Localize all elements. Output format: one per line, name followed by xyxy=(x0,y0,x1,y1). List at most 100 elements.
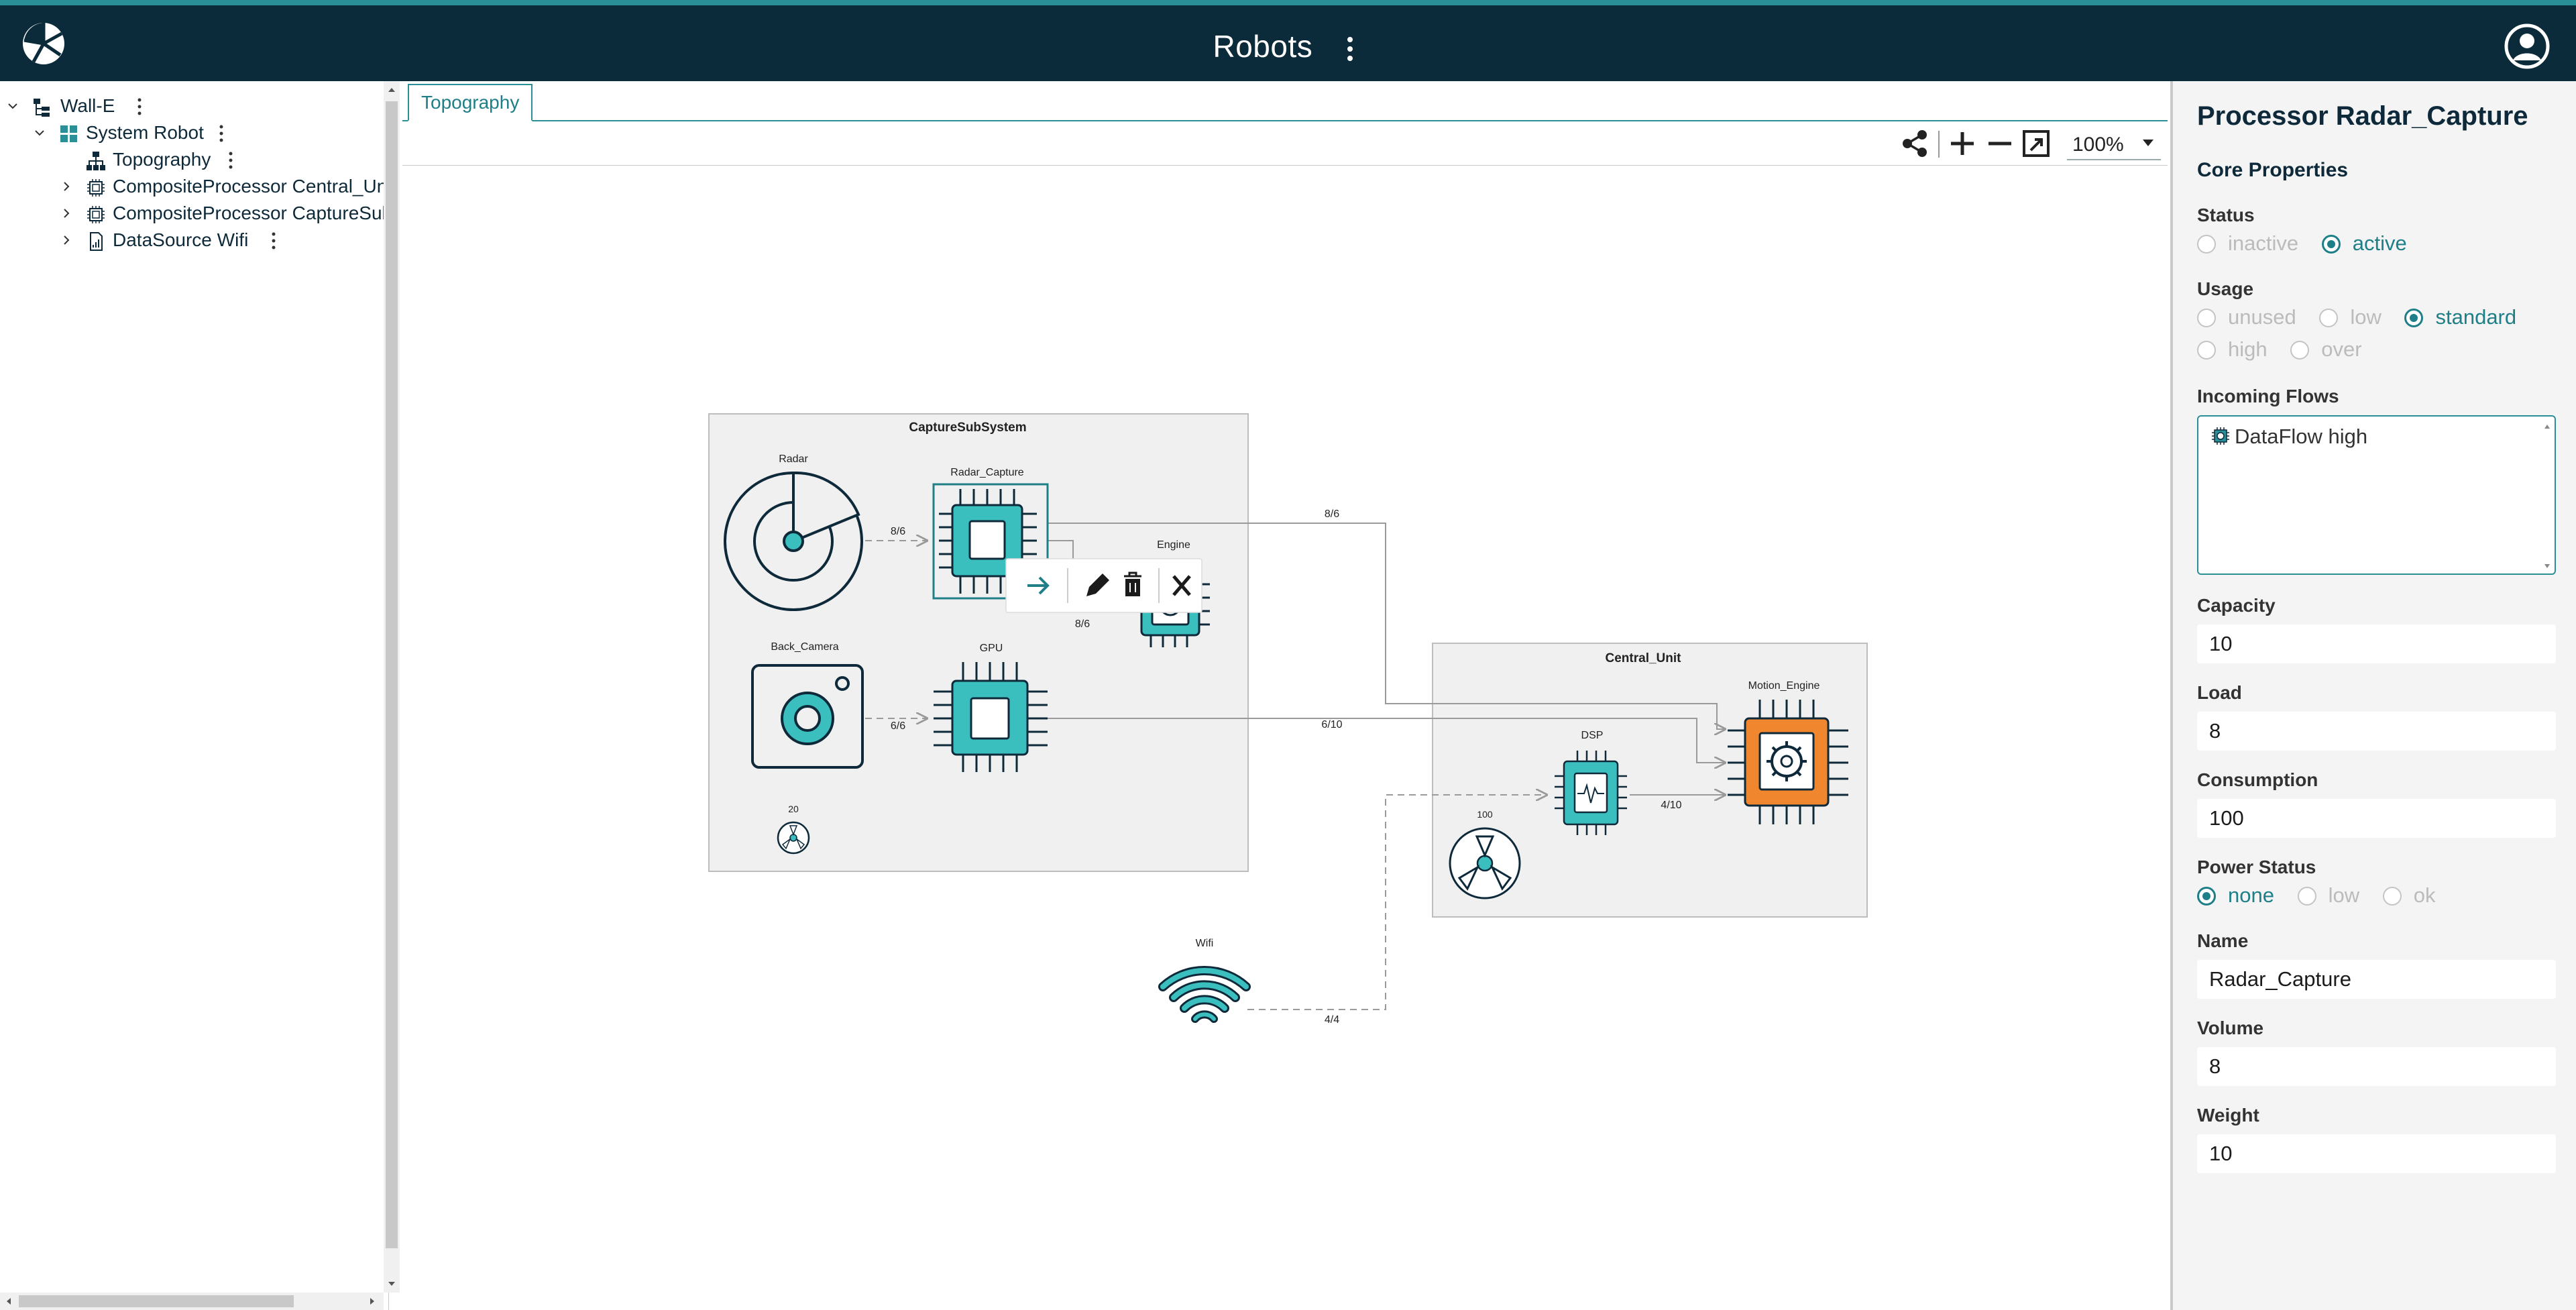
user-account-icon[interactable] xyxy=(2504,23,2551,70)
node-context-menu xyxy=(1005,558,1202,613)
grid-icon xyxy=(60,125,77,142)
node-dsp[interactable]: DSP xyxy=(1555,730,1627,835)
project-tree: Wall-E System Robot Topography Composite… xyxy=(0,81,389,1310)
kebab-menu-icon[interactable] xyxy=(227,152,235,169)
node-fan[interactable]: 100 xyxy=(1449,809,1521,899)
tree-vertical-scrollbar[interactable] xyxy=(384,81,400,1293)
kebab-menu-icon[interactable] xyxy=(217,125,225,142)
scroll-right-icon[interactable] xyxy=(368,1297,377,1306)
node-wifi[interactable]: Wifi xyxy=(1158,938,1251,1023)
node-fan-small[interactable]: 20 xyxy=(777,804,810,855)
chevron-right-icon[interactable] xyxy=(59,206,74,221)
power-option-ok[interactable]: ok xyxy=(2382,883,2435,908)
consumption-input[interactable]: 100 xyxy=(2197,799,2556,838)
node-label: Engine xyxy=(1157,539,1190,551)
pencil-icon[interactable] xyxy=(1078,568,1113,603)
volume-label: Volume xyxy=(2197,1018,2264,1038)
flow-list-item[interactable]: DataFlow high xyxy=(2210,425,2367,449)
chip-icon xyxy=(87,206,105,223)
app-header: Robots xyxy=(0,0,2576,81)
properties-panel: Processor Radar_Capture Core Properties … xyxy=(2170,81,2576,1310)
edge-gpu-to-motion-engine xyxy=(1048,718,1725,763)
scrollbar-thumb[interactable] xyxy=(386,101,398,1248)
arrow-right-icon[interactable] xyxy=(1018,568,1057,603)
document-icon xyxy=(90,232,103,251)
tree-item-system-robot[interactable]: System Robot xyxy=(32,120,381,146)
weight-input[interactable]: 10 xyxy=(2197,1134,2556,1173)
chevron-right-icon[interactable] xyxy=(59,179,74,194)
tree-item-label: DataSource Wifi xyxy=(113,229,249,250)
share-icon[interactable] xyxy=(1898,127,1933,160)
incoming-flows-list[interactable]: DataFlow high xyxy=(2197,415,2556,575)
tree-item-label: System Robot xyxy=(86,122,204,143)
load-label: Load xyxy=(2197,682,2242,703)
chip-icon xyxy=(87,179,105,197)
usage-option-over[interactable]: over xyxy=(2290,337,2362,362)
chevron-down-icon[interactable] xyxy=(32,125,47,140)
edge-label: 6/6 xyxy=(891,720,905,732)
node-gpu[interactable]: GPU xyxy=(934,643,1048,772)
usage-radio-group: unused low standard xyxy=(2197,305,2534,329)
load-input[interactable]: 8 xyxy=(2197,712,2556,751)
tree-item-datasource-wifi[interactable]: DataSource Wifi xyxy=(59,227,381,253)
zoom-out-minus-icon[interactable] xyxy=(1982,127,2017,160)
kebab-menu-icon[interactable] xyxy=(135,98,144,115)
scroll-down-icon[interactable] xyxy=(387,1279,396,1289)
kebab-menu-icon[interactable] xyxy=(270,232,278,250)
node-back-camera[interactable]: Back_Camera xyxy=(751,641,864,769)
scroll-left-icon[interactable] xyxy=(4,1297,13,1306)
tree-horizontal-scrollbar[interactable] xyxy=(0,1293,384,1310)
status-option-active[interactable]: active xyxy=(2321,231,2407,256)
name-input[interactable]: Radar_Capture xyxy=(2197,960,2556,999)
node-label: DSP xyxy=(1581,730,1604,741)
close-icon[interactable] xyxy=(1167,568,1198,603)
trash-icon[interactable] xyxy=(1116,568,1150,603)
gear-chip-icon xyxy=(2212,427,2229,445)
usage-option-standard[interactable]: standard xyxy=(2404,305,2516,329)
camera-icon xyxy=(751,664,864,769)
tree-item-topography[interactable]: Topography xyxy=(59,147,381,172)
chevron-down-icon[interactable] xyxy=(5,99,20,113)
app-menu-kebab-icon[interactable] xyxy=(1337,34,1363,64)
tree-item-wall-e[interactable]: Wall-E xyxy=(5,93,381,119)
tab-topography[interactable]: Topography xyxy=(408,84,533,121)
capacity-input[interactable]: 10 xyxy=(2197,624,2556,663)
chevron-down-icon xyxy=(2143,140,2153,146)
edge-label: 8/6 xyxy=(1325,508,1339,520)
edge-label: 4/10 xyxy=(1661,800,1681,811)
power-status-radio-group: none low ok xyxy=(2197,883,2453,908)
usage-option-unused[interactable]: unused xyxy=(2197,305,2296,329)
topography-diagram[interactable]: CaptureSubSystem Central_Unit 8/6 8/6 8/… xyxy=(402,166,2168,1310)
node-label: GPU xyxy=(980,643,1003,654)
tree-item-central-unit[interactable]: CompositeProcessor Central_Un xyxy=(59,174,387,199)
status-option-inactive[interactable]: inactive xyxy=(2197,231,2298,256)
zoom-select[interactable]: 100% xyxy=(2067,127,2161,160)
tree-item-capture-subsystem[interactable]: CompositeProcessor CaptureSub xyxy=(59,201,388,226)
node-motion-engine[interactable]: Motion_Engine xyxy=(1728,680,1848,824)
status-radio-group: inactive active xyxy=(2197,231,2424,256)
scroll-up-icon[interactable] xyxy=(387,85,396,95)
node-radar[interactable]: Radar xyxy=(724,453,863,611)
weight-label: Weight xyxy=(2197,1105,2259,1126)
panel-title: Processor Radar_Capture xyxy=(2197,101,2528,131)
list-scrollbar[interactable] xyxy=(2542,421,2552,572)
flow-item-label: DataFlow high xyxy=(2235,425,2368,448)
tree-item-label: Wall-E xyxy=(60,95,115,116)
zoom-in-plus-icon[interactable] xyxy=(1945,127,1980,160)
edge-label: 8/6 xyxy=(1075,618,1090,630)
scrollbar-thumb[interactable] xyxy=(19,1295,294,1307)
usage-option-low[interactable]: low xyxy=(2319,305,2382,329)
diagram-canvas[interactable]: CaptureSubSystem Central_Unit 8/6 8/6 8/… xyxy=(402,166,2168,1310)
fan-icon xyxy=(1449,827,1521,899)
power-option-none[interactable]: none xyxy=(2197,883,2274,908)
power-option-low[interactable]: low xyxy=(2297,883,2359,908)
usage-option-high[interactable]: high xyxy=(2197,337,2267,362)
edge-label: 6/10 xyxy=(1321,719,1342,730)
chevron-right-icon[interactable] xyxy=(59,233,74,248)
fit-to-screen-icon[interactable] xyxy=(2019,127,2054,160)
node-radar-capture[interactable]: Radar_Capture xyxy=(932,467,1049,600)
edge-capture-to-motion-engine xyxy=(1048,523,1725,729)
tree-item-label: CompositeProcessor CaptureSub xyxy=(113,203,389,223)
volume-input[interactable]: 8 xyxy=(2197,1047,2556,1086)
app-logo-icon[interactable] xyxy=(20,20,67,67)
